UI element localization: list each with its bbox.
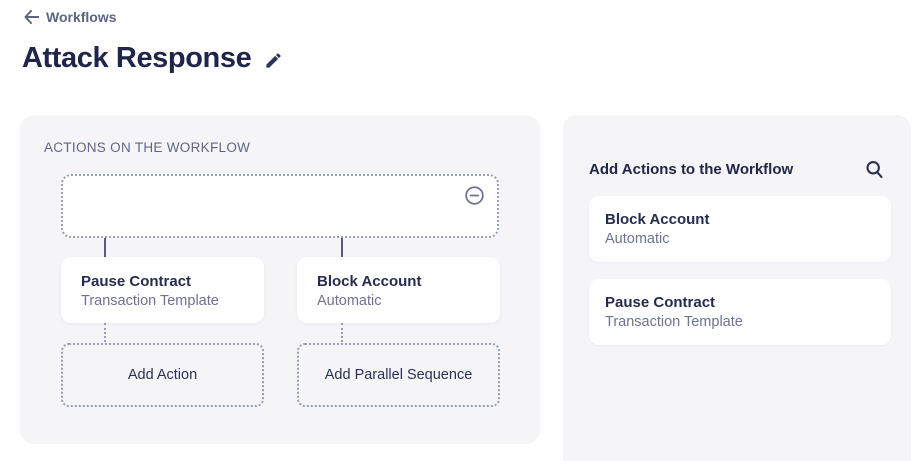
connector-line	[104, 238, 106, 257]
node-title: Block Account	[317, 273, 422, 290]
title-row: Attack Response	[22, 42, 283, 75]
node-title: Pause Contract	[81, 273, 192, 290]
library-item-block-account[interactable]: Block Account Automatic	[589, 196, 891, 262]
library-title: Add Actions to the Workflow	[589, 161, 794, 178]
add-parallel-sequence-label: Add Parallel Sequence	[324, 367, 473, 383]
workflow-root-node[interactable]	[61, 174, 499, 238]
library-item-subtitle: Transaction Template	[605, 314, 743, 330]
library-item-title: Pause Contract	[605, 294, 716, 311]
canvas-panel-label: ACTIONS ON THE WORKFLOW	[44, 140, 251, 155]
back-link-workflows[interactable]: Workflows	[24, 9, 117, 25]
workflow-node-pause-contract[interactable]: Pause Contract Transaction Template	[61, 257, 264, 323]
connector-line	[341, 238, 343, 257]
add-action-button[interactable]: Add Action	[61, 343, 264, 407]
search-button[interactable]	[864, 159, 885, 180]
library-header: Add Actions to the Workflow	[589, 159, 885, 180]
remove-node-icon[interactable]	[464, 185, 485, 206]
page-title: Attack Response	[22, 42, 252, 74]
actions-library-panel: Add Actions to the Workflow Block Accoun…	[563, 115, 911, 461]
library-item-subtitle: Automatic	[605, 231, 670, 247]
back-arrow-icon	[24, 10, 39, 24]
add-action-label: Add Action	[127, 367, 198, 383]
add-parallel-sequence-button[interactable]: Add Parallel Sequence	[297, 343, 500, 407]
edit-pencil-icon[interactable]	[264, 51, 283, 70]
search-icon	[866, 161, 883, 178]
back-link-label: Workflows	[46, 9, 117, 25]
node-subtitle: Transaction Template	[81, 293, 219, 309]
workflow-canvas-panel: ACTIONS ON THE WORKFLOW Pause Contract T…	[20, 115, 540, 444]
workflow-node-block-account[interactable]: Block Account Automatic	[297, 257, 500, 323]
library-item-title: Block Account	[605, 211, 710, 228]
connector-dotted-line	[341, 323, 343, 342]
library-item-pause-contract[interactable]: Pause Contract Transaction Template	[589, 279, 891, 345]
node-subtitle: Automatic	[317, 293, 382, 309]
connector-dotted-line	[104, 323, 106, 342]
